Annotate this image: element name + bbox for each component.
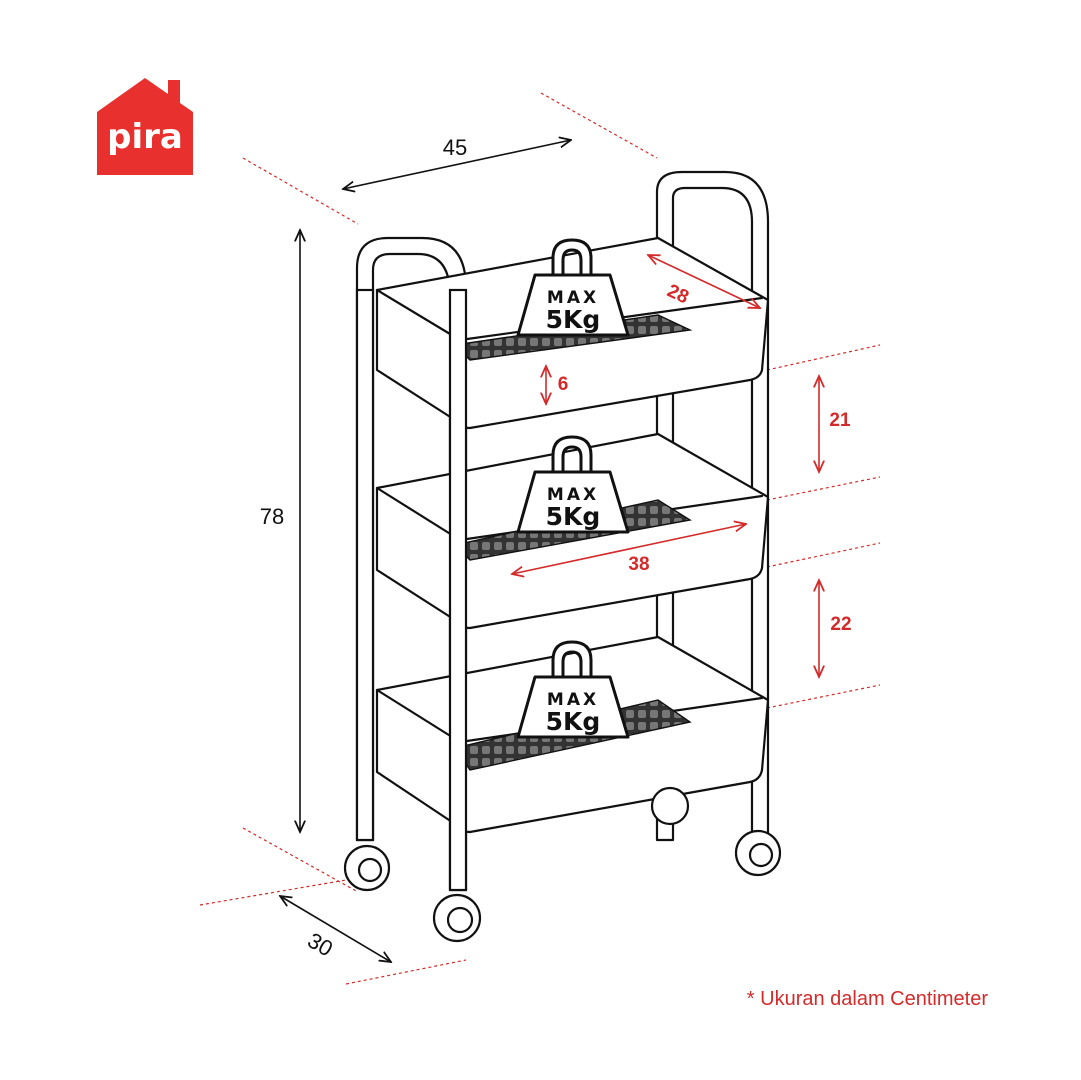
caster-wheel-icon [343,786,782,943]
basket-length-label: 38 [628,554,649,575]
unit-note: * Ukuran dalam Centimeter [747,988,989,1010]
dimension-basket-height: 6 [546,366,568,404]
pira-logo: pira [97,78,193,175]
weight-bottom-label: 5Kg [546,305,601,334]
weight-bottom-label: 5Kg [546,707,601,736]
dimension-height: 78 [260,230,300,832]
dimension-gap-bottom: 22 [819,580,852,677]
weight-top-label: MAX [547,690,599,710]
weight-top-label: MAX [547,485,599,505]
kettlebell-weight-icon [516,640,630,739]
weight-badge-bottom: MAX 5Kg [516,640,630,739]
basket-height-label: 6 [558,374,569,395]
height-label: 78 [260,504,284,529]
kettlebell-weight-icon [516,238,630,337]
front-post-overlay [355,288,468,892]
house-logo-icon [97,78,193,175]
dimension-basket-length: 38 [512,524,746,575]
dimension-width: 45 [343,135,571,189]
gap-bottom-label: 22 [830,614,851,635]
gap-top-label: 21 [829,410,851,431]
weight-top-label: MAX [547,288,599,308]
depth-label: 30 [303,928,337,962]
weight-badge-top: MAX 5Kg [516,238,630,337]
width-label: 45 [443,135,467,160]
dimension-gap-top: 21 [819,376,851,472]
dimension-depth: 30 [280,896,391,962]
weight-bottom-label: 5Kg [546,502,601,531]
logo-text: pira [107,117,183,157]
reference-lines [199,92,881,985]
